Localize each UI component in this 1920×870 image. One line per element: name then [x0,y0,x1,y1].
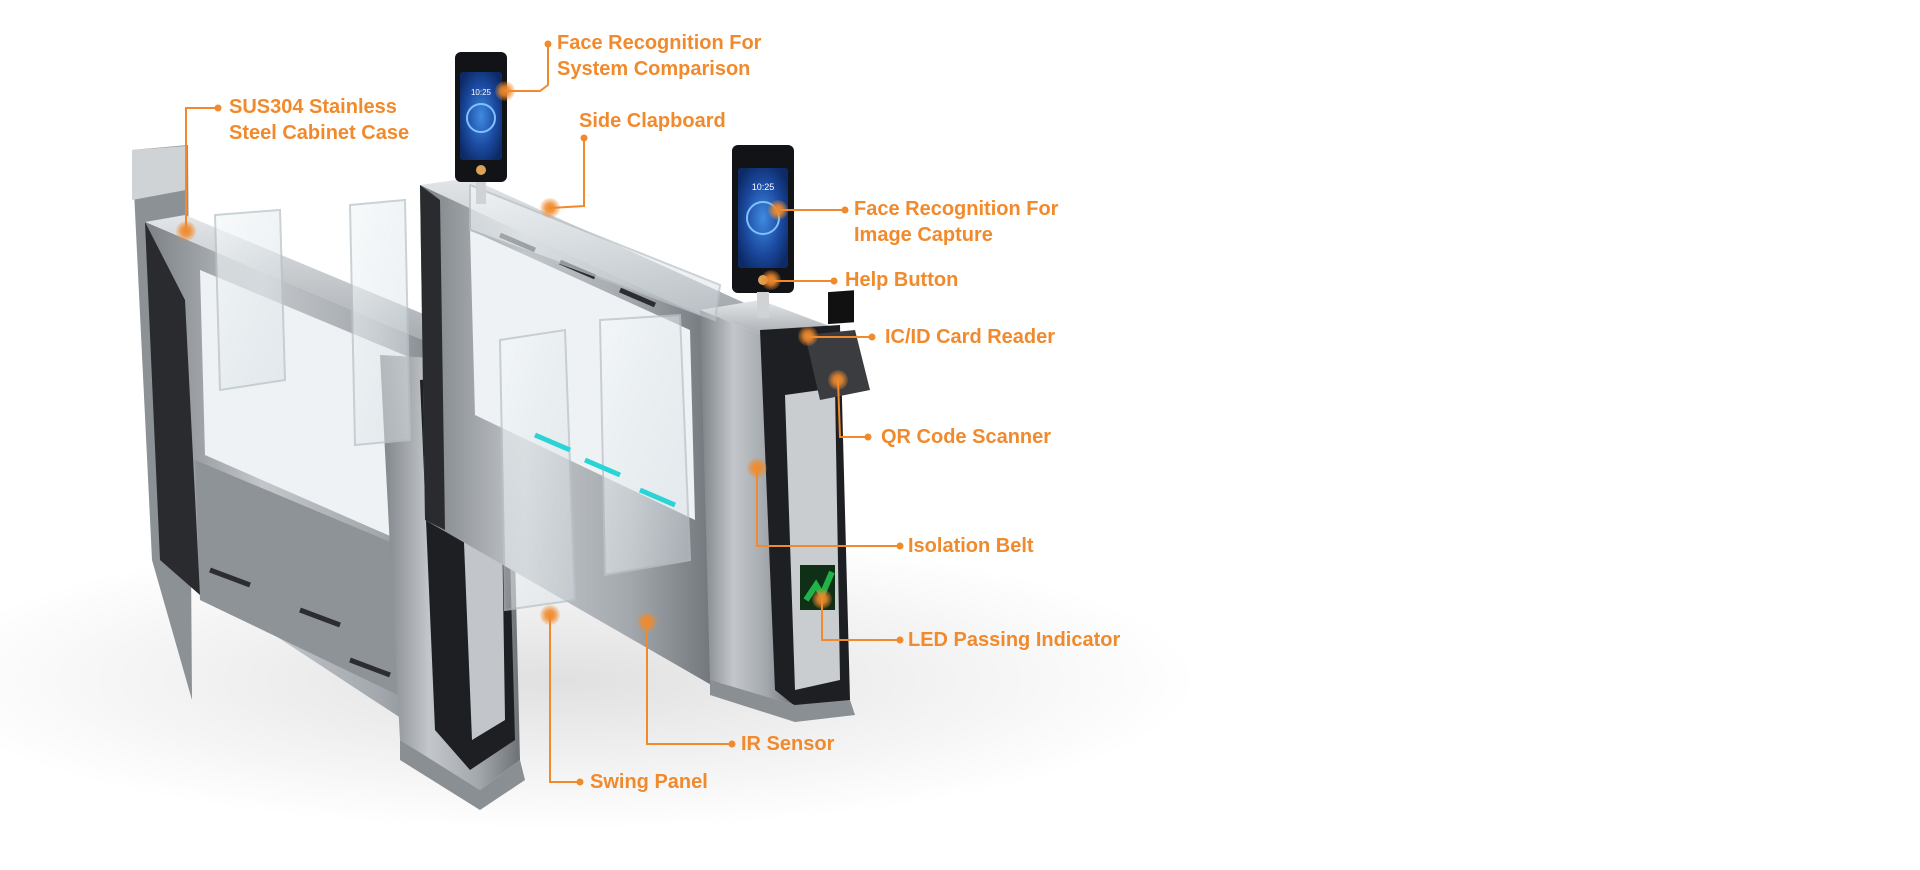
anchor-led-indicator [812,589,832,609]
led-strips [534,432,676,508]
svg-text:10:25: 10:25 [752,182,775,192]
face-device-back: 10:25 [455,52,507,204]
label-dots [214,40,904,786]
anchor-card-reader [798,326,818,346]
anchor-isolation-belt [747,458,767,478]
anchor-ir-sensor [637,612,657,632]
anchor-face-comparison [495,81,515,101]
label-cabinet-case: SUS304 Stainless Steel Cabinet Case [229,96,410,144]
label-help-button: Help Button [845,269,959,291]
right-cabinet [700,290,870,722]
label-isolation-belt: Isolation Belt [908,535,1034,557]
line-ir-sensor [646,622,730,745]
anchor-help-button [761,270,781,290]
label-swing-panel: Swing Panel [590,771,708,793]
callout-lines [185,44,898,783]
label-ir-sensor: IR Sensor [741,733,835,755]
face-device-front: 10:25 [732,145,794,318]
left-swing-panel-glass [498,328,577,612]
label-side-clapboard: Side Clapboard [579,110,726,132]
anchor-swing-panel [540,605,560,625]
label-led-indicator: LED Passing Indicator [908,629,1121,651]
line-swing-panel [549,615,578,783]
anchor-qr-scanner [828,370,848,390]
anchor-side-clapboard [540,198,560,218]
label-card-reader: IC/ID Card Reader [885,326,1056,348]
label-face-recognition-capture: Face Recognition For Image Capture [854,198,1059,246]
line-isolation-belt [756,468,898,547]
line-face-comparison [505,44,549,92]
line-led-indicator [821,599,898,641]
label-face-recognition-comparison: Face Recognition For System Comparison [557,32,762,80]
svg-text:10:25: 10:25 [471,88,492,97]
label-qr-scanner: QR Code Scanner [881,426,1052,448]
anchor-face-capture [768,200,788,220]
line-qr-scanner [837,379,866,438]
line-side-clapboard [549,138,585,209]
anchor-cabinet-case [176,221,196,241]
anchor-dots [176,81,848,632]
line-cabinet-case [185,107,218,231]
glass-panels [213,183,722,612]
